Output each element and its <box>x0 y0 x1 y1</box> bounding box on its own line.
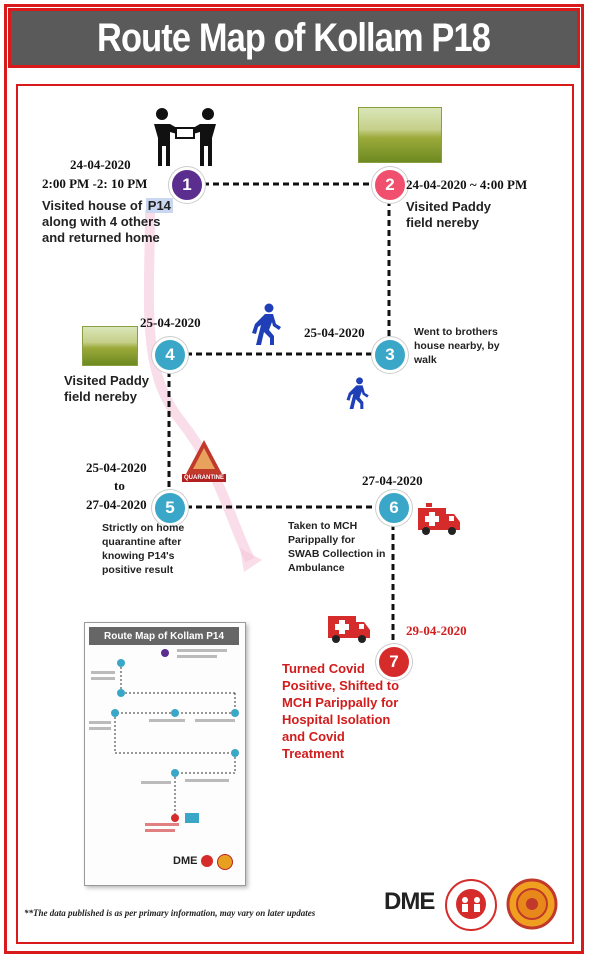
nhm-logo <box>445 879 497 931</box>
stop-4-node[interactable]: 4 <box>152 337 188 373</box>
quarantine-label: QUARANTINE <box>182 474 226 482</box>
footer-note: **The data published is as per primary i… <box>24 908 316 918</box>
stop-1-date: 24-04-2020 <box>70 157 131 172</box>
inset-health-seal <box>217 854 233 870</box>
stop-2-datetime: 24-04-2020 ~ 4:00 PM <box>406 177 528 192</box>
handshake-icon <box>154 108 216 166</box>
stop-7-desc: Turned Covid Positive, Shifted to MCH Pa… <box>282 661 400 761</box>
dme-logo: DME <box>384 888 435 915</box>
page-title: Route Map of Kollam P18 <box>97 15 491 60</box>
stop-3-node[interactable]: 3 <box>372 337 408 373</box>
stop-4-desc: Visited Paddy field nereby <box>64 373 150 404</box>
stop-5-desc: Strictly on home quarantine after knowin… <box>102 522 185 576</box>
paddy-field-image-top <box>358 107 442 163</box>
stop-7-node[interactable]: 7 <box>376 644 412 680</box>
faint-path <box>143 209 255 563</box>
faint-arrow <box>240 548 262 572</box>
stop-5-to: to <box>114 478 125 493</box>
stop-7-date: 29-04-2020 <box>406 623 467 638</box>
stop-1-desc-pre: Visited house of <box>42 198 146 213</box>
title-bar: Route Map of Kollam P18 <box>8 8 580 68</box>
inset-nhm-logo <box>201 855 213 867</box>
stop-1-number: 1 <box>182 175 192 194</box>
walking-person-icon-2 <box>346 377 369 410</box>
p14-highlight: P14 <box>145 198 173 213</box>
paddy-field-image-left <box>82 326 138 366</box>
kerala-health-seal <box>506 878 558 930</box>
stop-5-date-from: 25-04-2020 <box>86 460 147 475</box>
inner-frame <box>16 84 574 944</box>
stop-7-number: 7 <box>389 652 399 671</box>
walking-person-icon <box>252 303 281 345</box>
outer-frame <box>4 4 584 954</box>
stop-3-date: 25-04-2020 <box>304 325 365 340</box>
stop-5-node[interactable]: 5 <box>152 490 188 526</box>
inset-dme-logo: DME <box>173 855 198 867</box>
stop-2-node[interactable]: 2 <box>372 167 408 203</box>
quarantine-triangle <box>186 440 222 474</box>
stop-1-desc-post: along with 4 others and returned home <box>42 214 161 245</box>
stop-4-date: 25-04-2020 <box>140 315 201 330</box>
stop-5-number: 5 <box>165 498 175 517</box>
stop-1-desc: Visited house of P14 along with 4 others… <box>42 198 174 246</box>
ambulance-icon-2 <box>328 616 370 643</box>
stop-6-date: 27-04-2020 <box>362 473 423 488</box>
stop-3-desc: Went to brothers house nearby, by walk <box>414 326 500 366</box>
stop-1-time: 2:00 PM -2: 10 PM <box>42 176 148 191</box>
stop-1-node[interactable]: 1 <box>169 167 205 203</box>
quarantine-sign-icon: QUARANTINE <box>182 438 226 488</box>
stop-2-desc: Visited Paddy field nereby <box>406 199 492 230</box>
stop-3-number: 3 <box>385 345 395 364</box>
inset-title: Route Map of Kollam P14 <box>89 627 239 645</box>
stop-6-number: 6 <box>389 498 399 517</box>
stop-4-number: 4 <box>165 345 175 364</box>
stop-6-node[interactable]: 6 <box>376 490 412 526</box>
stop-5-date-to: 27-04-2020 <box>86 497 147 512</box>
p14-route-map-inset[interactable]: Route Map of Kollam P14 DME <box>84 622 246 886</box>
ambulance-icon <box>418 503 460 535</box>
stop-6-desc: Taken to MCH Parippally for SWAB Collect… <box>288 520 386 574</box>
inset-route-graphic <box>89 649 239 832</box>
stop-2-number: 2 <box>385 175 395 194</box>
